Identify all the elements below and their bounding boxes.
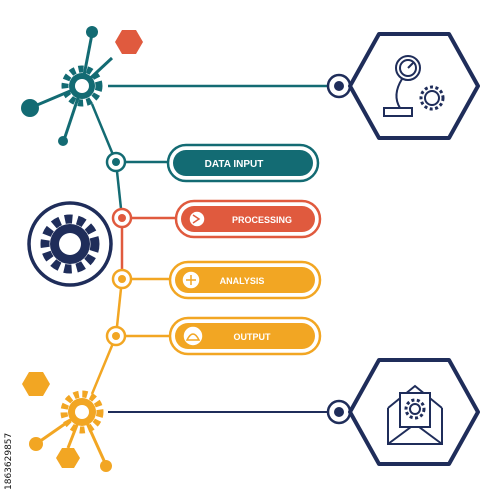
step-pill-analysis: ANALYSIS — [168, 260, 322, 300]
step-pill-output: OUTPUT — [168, 316, 322, 356]
top-node — [326, 73, 352, 99]
step-node-4 — [105, 325, 170, 347]
envelope-with-gear-icon — [387, 384, 443, 445]
step-label-analysis: ANALYSIS — [220, 276, 265, 286]
step-node-2 — [111, 207, 176, 229]
step-pill-data-input: DATA INPUT — [166, 143, 320, 183]
gauge-with-gear-icon — [383, 55, 445, 117]
step-label-data-input: DATA INPUT — [205, 159, 264, 170]
top-gear-icon — [61, 65, 103, 107]
top-hexagon — [348, 32, 480, 140]
analysis-step-icon — [181, 270, 201, 290]
step-node-1 — [105, 151, 168, 173]
step-pill-processing: PROCESSING — [174, 199, 322, 239]
bottom-gear-icon — [60, 390, 104, 434]
red-hexagon — [115, 30, 143, 54]
step-label-processing: PROCESSING — [232, 215, 292, 225]
watermark-id: 1863629857 — [4, 380, 16, 490]
watermark-id-text: 1863629857 — [4, 432, 14, 490]
step-node-3 — [111, 268, 170, 290]
amber-hexagon-left — [22, 372, 50, 396]
bottom-node — [326, 399, 352, 425]
step-label-output: OUTPUT — [234, 332, 272, 342]
amber-hexagon-bottom — [56, 448, 80, 468]
large-gear-icon — [40, 214, 100, 274]
output-step-icon — [182, 325, 204, 347]
processing-step-icon — [188, 210, 206, 228]
